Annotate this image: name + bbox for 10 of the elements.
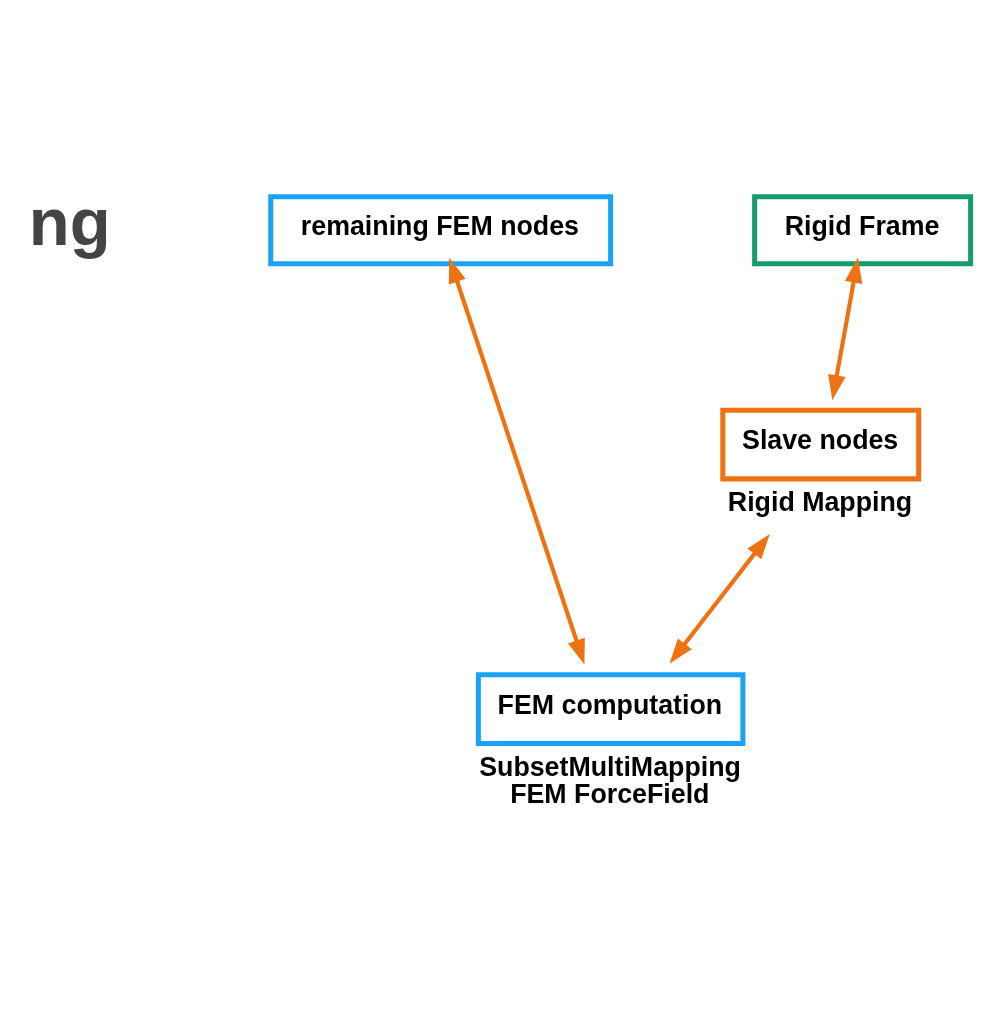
node-label: Rigid Mapping bbox=[727, 486, 913, 517]
node-label: SubsetMultiMapping bbox=[479, 751, 741, 782]
node-box: FEM computation bbox=[475, 671, 746, 746]
arrow bbox=[828, 257, 863, 400]
label: ng bbox=[28, 183, 111, 259]
node-box: Rigid Frame bbox=[752, 193, 974, 266]
arrow bbox=[448, 257, 585, 665]
node-box: Slave nodes bbox=[720, 407, 922, 481]
node-box: remaining FEM nodes bbox=[268, 193, 614, 266]
arrow bbox=[669, 533, 770, 664]
